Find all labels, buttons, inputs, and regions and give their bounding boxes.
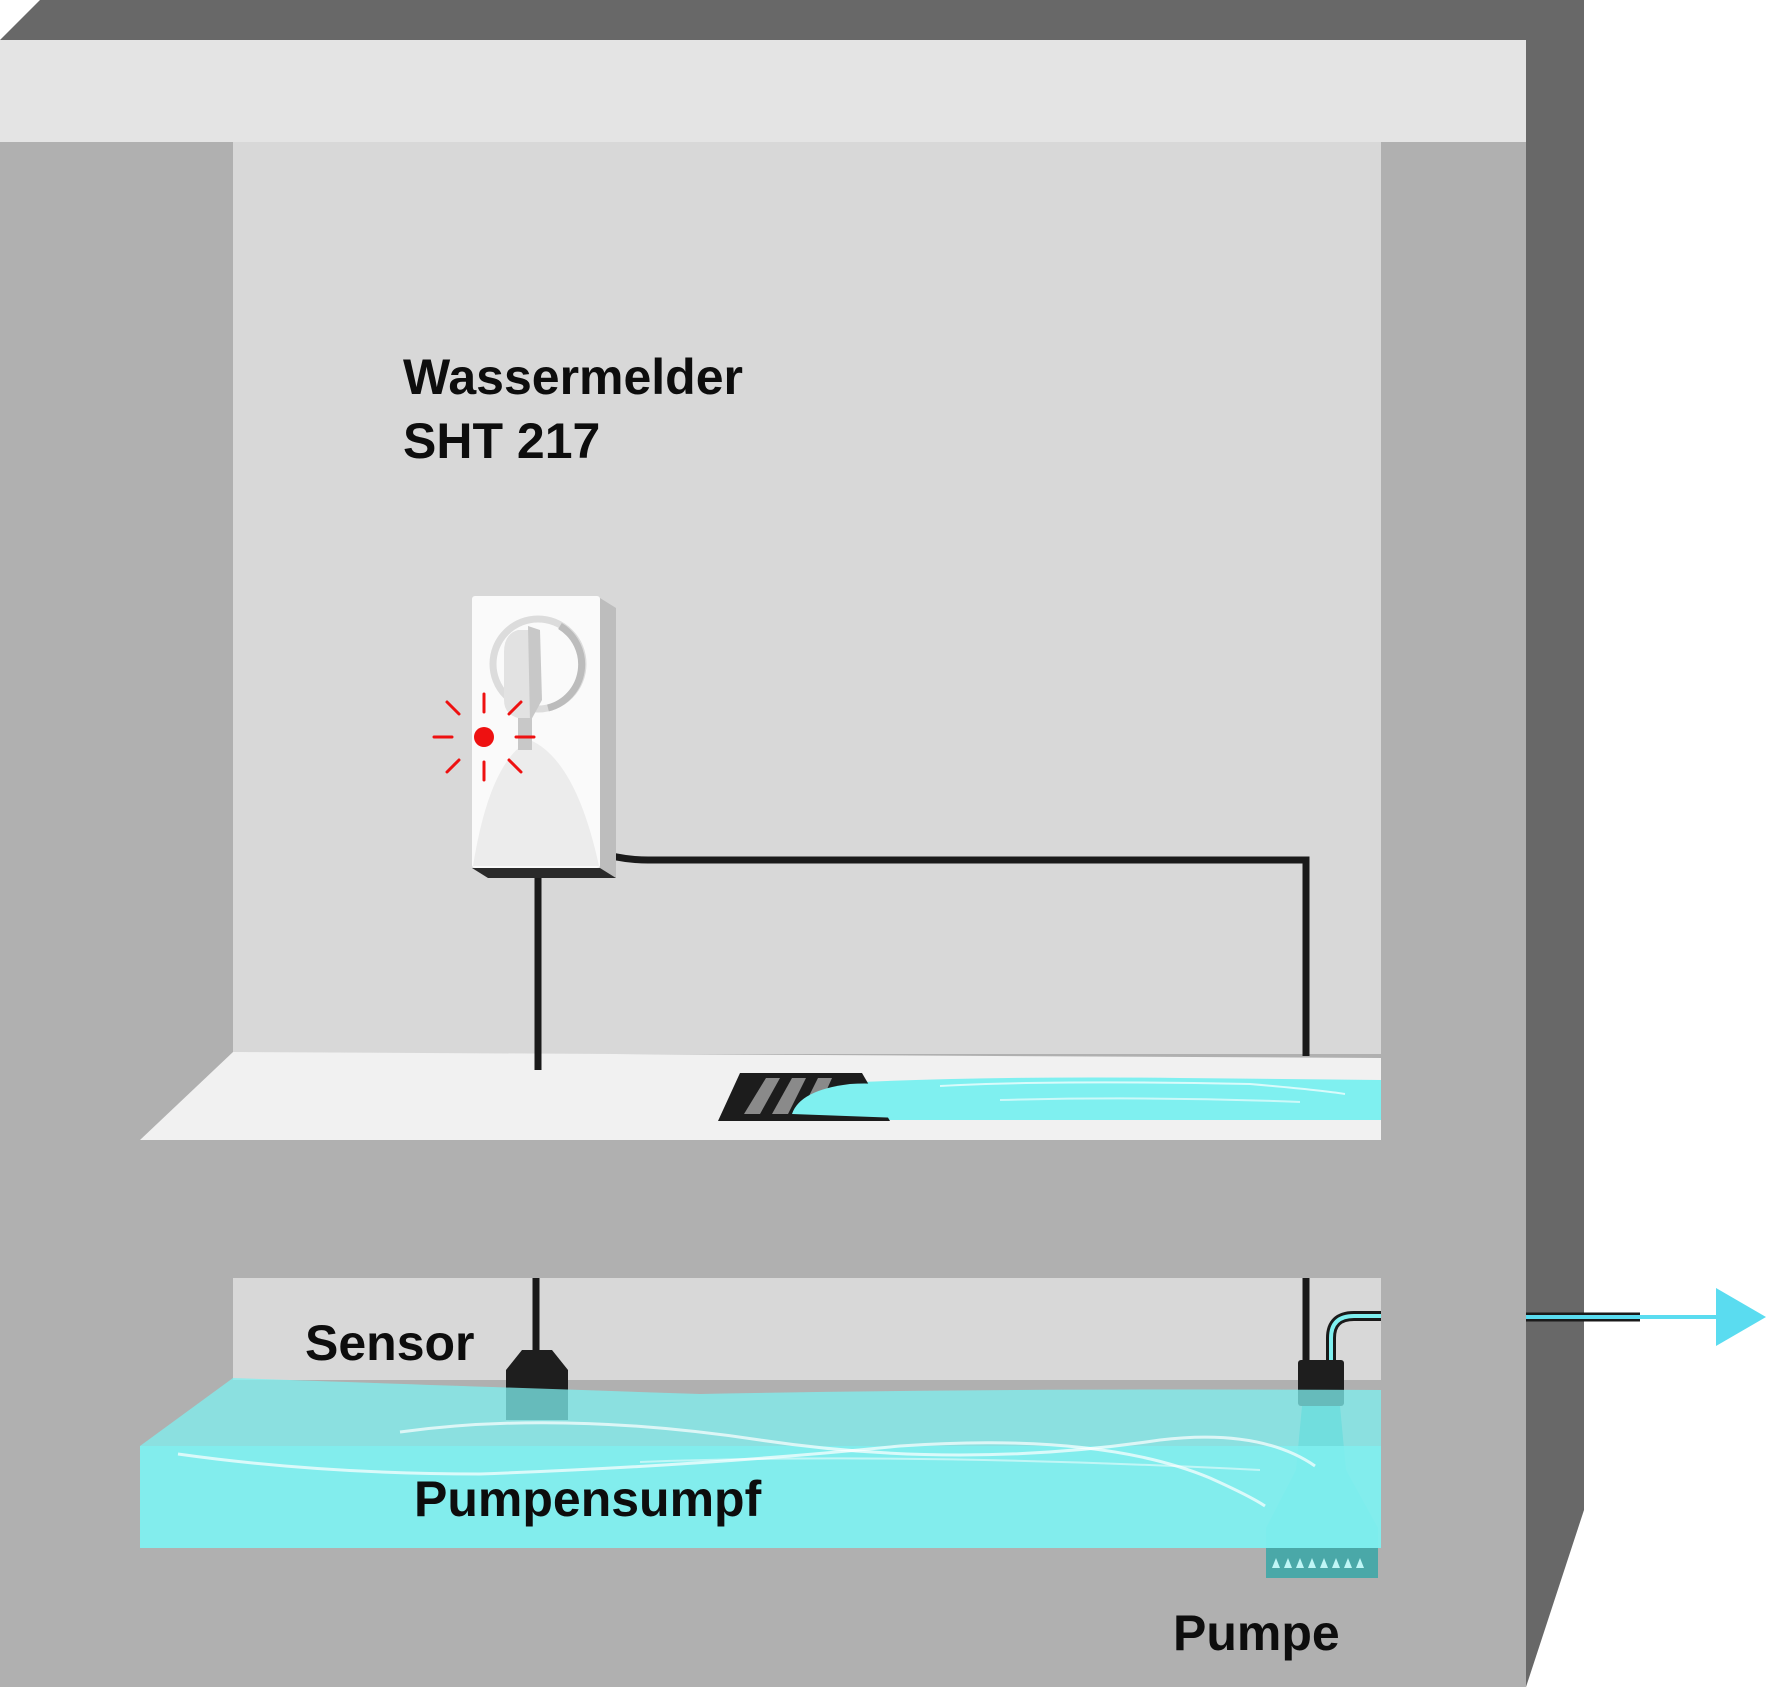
plug-body bbox=[504, 630, 530, 722]
pump-label: Pumpe bbox=[1173, 1605, 1340, 1661]
sump-water-wave-2 bbox=[177, 1441, 1266, 1508]
socket-ring-shadow bbox=[547, 623, 586, 712]
sump-water-top-surface bbox=[140, 1378, 1381, 1446]
upper-room-back-wall bbox=[233, 142, 1381, 1054]
plug-neck bbox=[518, 718, 532, 750]
drain-slot-2 bbox=[772, 1078, 806, 1114]
floor-flood-water bbox=[795, 1077, 1381, 1120]
led-ray-top-left bbox=[445, 700, 461, 716]
device-label-line2: SHT 217 bbox=[403, 413, 600, 469]
device-bottom-face bbox=[472, 868, 616, 878]
discharge-outflow bbox=[1526, 1288, 1766, 1346]
outflow-arrow-head bbox=[1716, 1288, 1766, 1346]
device-label-line1: Wassermelder bbox=[403, 349, 743, 405]
sump-water-front bbox=[140, 1446, 1381, 1548]
sump-water-wave-3 bbox=[639, 1457, 1261, 1471]
led-ray-bottom-left bbox=[445, 758, 461, 774]
led-ray-bottom-right bbox=[507, 758, 523, 774]
device-front-shading bbox=[473, 740, 599, 866]
floor-water-highlight-2 bbox=[999, 1097, 1301, 1103]
drain-slot-1 bbox=[744, 1078, 780, 1114]
led-ray-top-right bbox=[507, 700, 523, 716]
sump-pit-back-wall bbox=[233, 1278, 1381, 1380]
sump-water bbox=[140, 1378, 1381, 1548]
ceiling-slab bbox=[0, 40, 1526, 142]
sump-water-wave-1 bbox=[399, 1421, 1316, 1468]
floor-drain bbox=[718, 1073, 900, 1121]
sensor-label: Sensor bbox=[305, 1315, 475, 1371]
water-flowing-into-drain bbox=[792, 1083, 900, 1118]
alarm-led bbox=[432, 692, 536, 782]
floor-water-highlight bbox=[939, 1081, 1346, 1095]
sump-label: Pumpensumpf bbox=[414, 1471, 762, 1527]
pump-intake-teeth bbox=[1272, 1558, 1364, 1568]
pump-discharge-hose-water bbox=[1329, 1314, 1381, 1362]
alarm-led-light bbox=[474, 727, 494, 747]
device-side-face bbox=[600, 598, 616, 878]
water-alarm-device bbox=[472, 596, 616, 878]
plug-cap bbox=[528, 626, 542, 722]
